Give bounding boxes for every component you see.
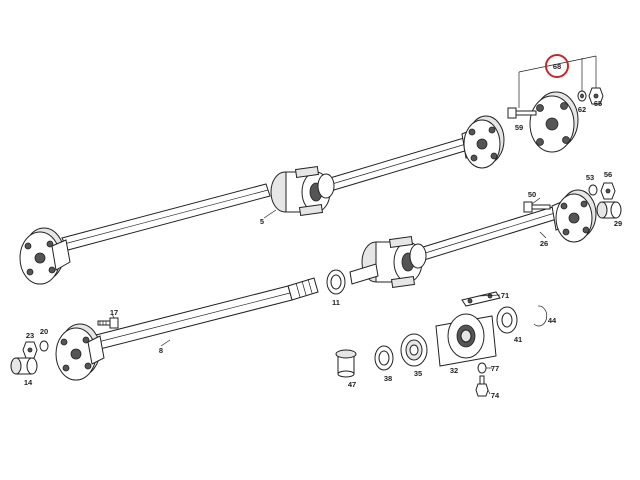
upper-right-flex-disc xyxy=(461,115,505,169)
center-bearing-32 xyxy=(435,313,497,367)
lower-right-flex-disc xyxy=(551,189,597,243)
callout-38: 38 xyxy=(384,374,392,383)
callout-35: 35 xyxy=(414,369,422,378)
callout-44: 44 xyxy=(548,316,557,325)
callout-29: 29 xyxy=(614,219,622,228)
callout-8: 8 xyxy=(159,346,163,355)
bolt-50 xyxy=(523,201,551,213)
bushing-29 xyxy=(596,201,622,219)
bushing-14 xyxy=(10,357,38,375)
ring-38 xyxy=(374,345,394,371)
callout-53: 53 xyxy=(586,173,594,182)
callout-47: 47 xyxy=(348,380,356,389)
callout-11: 11 xyxy=(332,298,340,307)
lower-driveshaft xyxy=(55,189,597,381)
bearing-35 xyxy=(400,333,428,367)
callout-32: 32 xyxy=(450,366,458,375)
circlip-44 xyxy=(533,305,548,327)
callout-14: 14 xyxy=(24,378,33,387)
flex-disc-kit-68 xyxy=(507,55,604,153)
upper-left-flex-disc xyxy=(19,227,71,285)
ring-11 xyxy=(326,269,346,295)
upper-universal-joint xyxy=(270,165,335,217)
callout-56: 56 xyxy=(604,170,612,179)
lower-left-flex-disc xyxy=(55,323,105,381)
upper-driveshaft xyxy=(19,115,505,285)
callout-68: 68 xyxy=(553,62,561,71)
highlight-ring xyxy=(545,54,569,78)
callout-74: 74 xyxy=(491,391,500,400)
callout-5: 5 xyxy=(260,217,264,226)
washer-53 xyxy=(588,184,598,196)
callout-17: 17 xyxy=(110,308,118,317)
bolt-74 xyxy=(475,375,489,397)
bracket-71 xyxy=(461,291,501,307)
seal-41 xyxy=(496,306,518,334)
sleeve-47 xyxy=(335,349,357,378)
callout-labels: 68 59 62 65 5 53 56 50 29 26 11 17 71 23… xyxy=(24,62,622,400)
callout-65: 65 xyxy=(594,99,602,108)
callout-26: 26 xyxy=(540,239,548,248)
callout-20: 20 xyxy=(40,327,48,336)
callout-leaders xyxy=(111,197,547,395)
callout-71: 71 xyxy=(501,291,509,300)
callout-77: 77 xyxy=(491,364,499,373)
callout-50: 50 xyxy=(528,190,536,199)
callout-59: 59 xyxy=(515,123,523,132)
bolt-59 xyxy=(507,107,537,119)
bolt-17 xyxy=(97,317,119,329)
callout-23: 23 xyxy=(26,331,34,340)
washer-77 xyxy=(477,362,487,374)
washer-20 xyxy=(39,340,49,352)
callout-62: 62 xyxy=(578,105,586,114)
lower-universal-joint xyxy=(349,235,427,289)
callout-41: 41 xyxy=(514,335,522,344)
